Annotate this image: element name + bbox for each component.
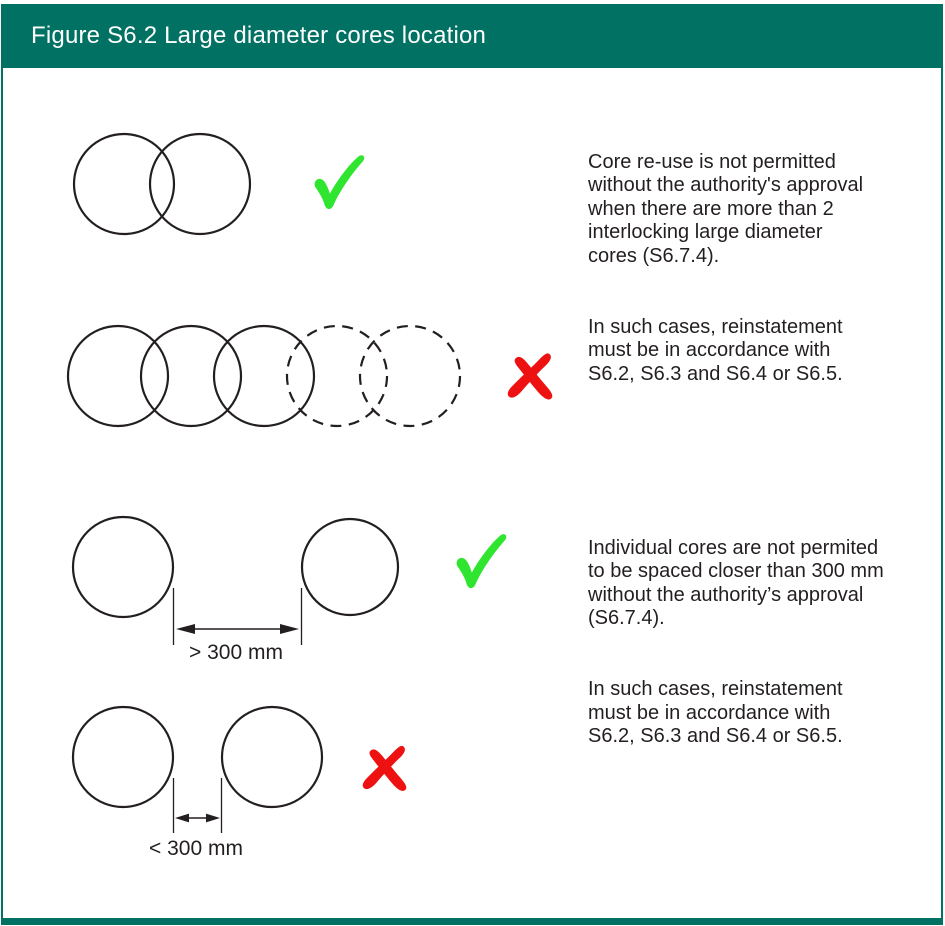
core-circle [300,517,400,617]
note-paragraph: Individual cores are not permited to be … [588,536,884,630]
note-core-spacing: Individual cores are not permited to be … [588,513,940,796]
arrowhead-right [280,624,299,634]
core-circle [71,515,175,619]
core-circle [66,324,170,428]
note-paragraph: In such cases, reinstatement must be in … [588,678,843,747]
cross-icon [507,353,553,400]
proposed-core-circle-dashed [285,324,389,428]
note-paragraph: Core re-use is not permitted without the… [588,150,864,267]
core-circle [148,132,252,236]
core-circle [71,705,175,809]
note-interlocking-cores: Core re-use is not permitted without the… [588,127,940,434]
cores-spaced-under-300mm-diagram [71,705,324,833]
two-interlocking-cores-diagram [72,132,252,236]
note-paragraph: In such cases, reinstatement must be in … [588,315,843,385]
check-icon [456,534,507,589]
core-circle [220,705,324,809]
arrowhead-right [206,813,220,823]
core-circle [212,324,316,428]
core-circle [139,324,243,428]
figure-title: Figure S6.2 Large diameter cores locatio… [31,22,487,49]
arrowhead-left [175,813,189,823]
figure-bottom-bar [1,918,943,925]
cross-icon [362,745,407,791]
spacing-dimension-label-bad: < 300 mm [149,837,243,860]
spacing-dimension-label-ok: > 300 mm [189,641,283,664]
arrowhead-left [176,624,195,634]
figure-title-bar: Figure S6.2 Large diameter cores locatio… [1,4,943,68]
cores-spaced-over-300mm-diagram [71,515,400,645]
check-icon [314,155,365,210]
proposed-core-circle-dashed [358,324,462,428]
core-circle [72,132,176,236]
five-interlocking-cores-diagram [66,324,462,428]
